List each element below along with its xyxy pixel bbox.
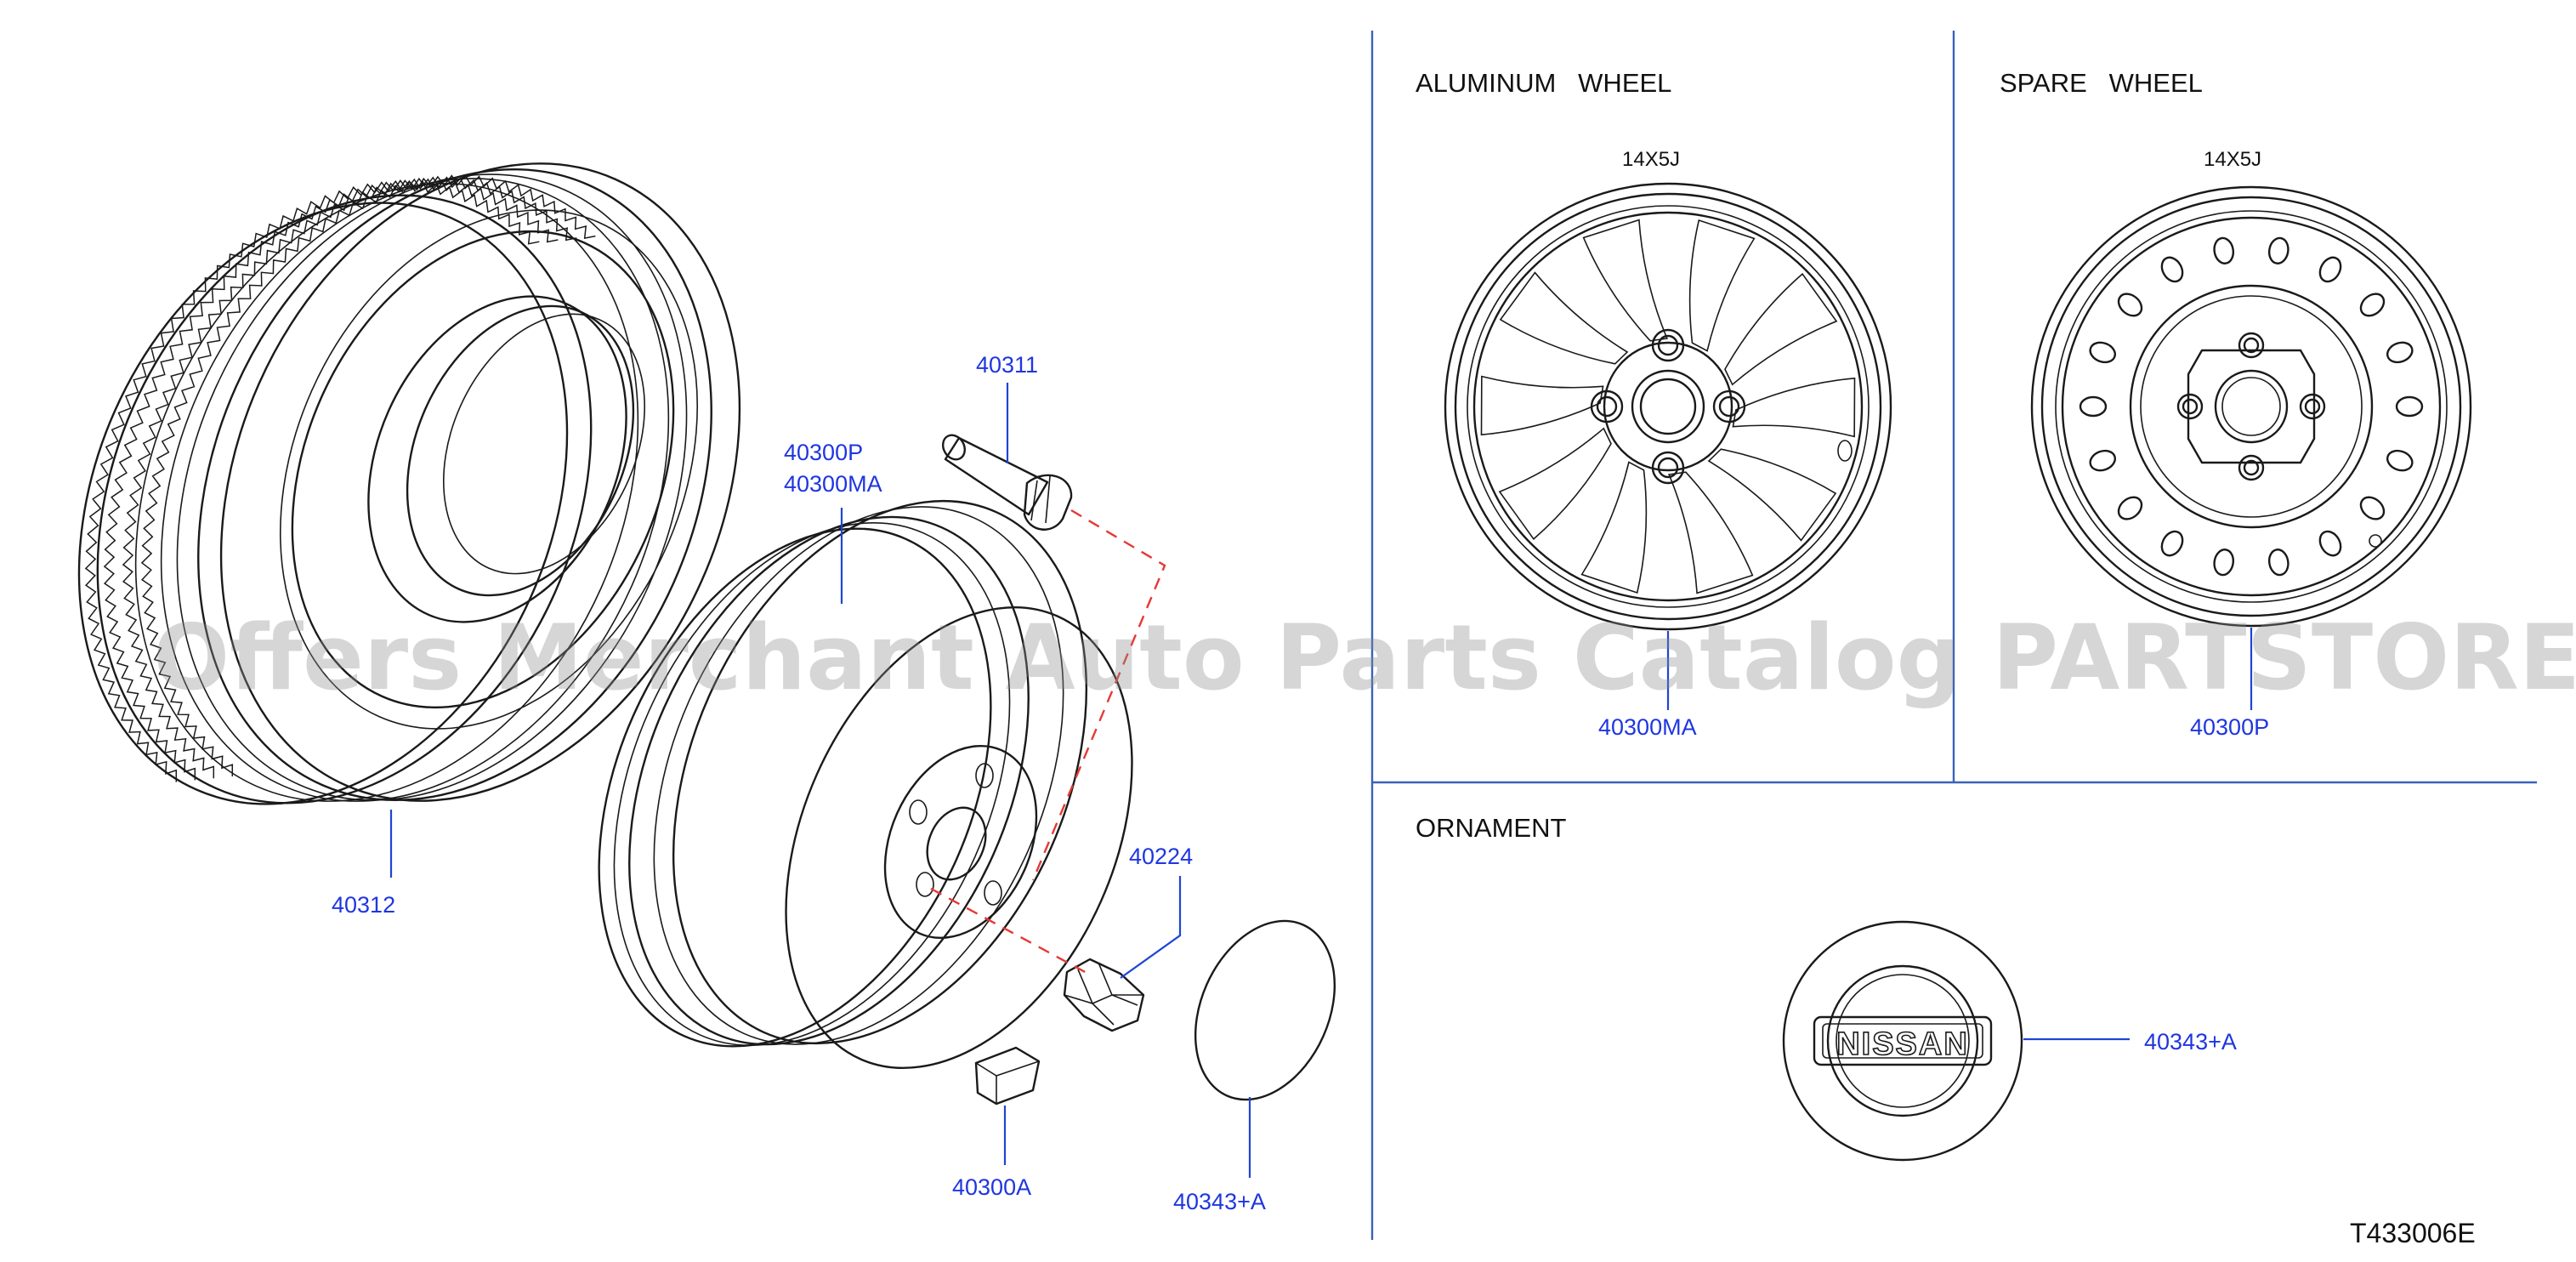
aluminum-wheel-lug-nut <box>1657 457 1679 479</box>
exploded-wheel <box>598 499 1133 1069</box>
callout-balance-weight: 40300A <box>952 1106 1031 1200</box>
aluminum-wheel-spoke <box>1498 427 1612 541</box>
aluminum-wheel-lug-nuts <box>1590 328 1746 485</box>
aluminum-wheel-lug-nut <box>1596 395 1618 418</box>
spare-wheel-vent-hole <box>2395 395 2424 418</box>
aluminum-wheel-drawing <box>1444 182 1892 631</box>
aluminum-wheel-spoke <box>1732 377 1856 438</box>
callout-center-cap: 40343+A <box>1173 1097 1266 1214</box>
diagram-code: T433006E <box>2350 1218 2476 1248</box>
aluminum-wheel-lug-nut <box>1712 389 1746 424</box>
aluminum-wheel-lug-nut <box>1651 328 1685 362</box>
aluminum-wheel-spoke <box>1724 272 1838 386</box>
part-number-tire: 40312 <box>332 892 395 918</box>
aluminum-wheel-spoke <box>1582 219 1669 342</box>
valve <box>941 434 1073 531</box>
part-number-wheel-aluminum: 40300MA <box>784 471 882 497</box>
spare-wheel-lug-hole <box>2243 337 2260 354</box>
spare-wheel-vent-hole <box>2089 449 2117 472</box>
spare-wheel-lug-hole <box>2182 398 2199 415</box>
spare-wheel-vent-hole <box>2213 549 2235 577</box>
nissan-ornament: NISSAN <box>1782 920 2023 1162</box>
spare-wheel-lug-hole <box>2299 393 2326 420</box>
spare-wheel-vent-hole <box>2359 293 2386 317</box>
callout-tire: 40312 <box>332 810 395 918</box>
part-number-nut: 40224 <box>1129 844 1193 869</box>
watermark-text: Offers Merchant Auto Parts Catalog PARTS… <box>153 605 2576 710</box>
aluminum-wheel-lug-nut <box>1590 389 1624 424</box>
tire-tread-pattern <box>84 174 596 782</box>
spare-wheel-vent-hole <box>2359 496 2386 520</box>
panel-title-spare-wheel: SPARE WHEEL <box>2000 68 2203 98</box>
spare-wheel-vent-hole <box>2079 395 2108 418</box>
nissan-logo-lettering: NISSAN <box>1836 1026 1969 1062</box>
assembly-lines <box>930 509 1166 975</box>
part-number-wheel-steel: 40300P <box>784 440 863 465</box>
spare-wheel-vent-hole <box>2267 236 2289 264</box>
part-number-spare-wheel: 40300P <box>2190 714 2269 740</box>
callout-nut: 40224 <box>1120 844 1193 979</box>
spare-wheel-lug-holes <box>2176 332 2326 481</box>
spare-wheel-vent-hole <box>2386 449 2414 472</box>
balance-weight <box>974 1046 1041 1106</box>
part-number-aluminum-wheel: 40300MA <box>1598 714 1697 740</box>
aluminum-wheel-spokes <box>1480 219 1856 594</box>
panel-frames <box>1370 31 2537 1240</box>
spare-wheel-lug-hole <box>2238 454 2265 481</box>
callout-valve: 40311 <box>976 352 1038 463</box>
panel-title-ornament: ORNAMENT <box>1416 813 1566 843</box>
aluminum-wheel-spoke <box>1499 271 1629 365</box>
spare-wheel-lug-hole <box>2304 398 2321 415</box>
spare-wheel-lug-hole <box>2238 332 2265 359</box>
spare-wheel-drawing <box>2030 185 2472 628</box>
part-number-ornament: 40343+A <box>2144 1029 2237 1055</box>
aluminum-wheel-size: 14X5J <box>1622 148 1680 171</box>
spare-wheel-vent-hole <box>2386 341 2414 364</box>
spare-wheel-vent-holes <box>2079 236 2424 577</box>
aluminum-wheel-lug-nut <box>1657 334 1679 356</box>
aluminum-wheel-spoke <box>1688 219 1756 352</box>
aluminum-wheel-spoke <box>1480 375 1604 436</box>
part-number-balance-weight: 40300A <box>952 1174 1031 1200</box>
spare-wheel-vent-hole <box>2089 341 2117 364</box>
aluminum-wheel-spoke <box>1667 471 1754 594</box>
spare-wheel-lug-hole <box>2243 459 2260 476</box>
wheel-nut <box>1063 958 1145 1032</box>
aluminum-wheel-lug-nut <box>1651 451 1685 485</box>
spare-wheel-vent-hole <box>2117 293 2143 317</box>
spare-wheel-vent-hole <box>2160 530 2184 557</box>
callout-wheel: 40300P 40300MA <box>784 440 882 604</box>
spare-wheel-size: 14X5J <box>2204 148 2261 171</box>
spare-wheel-vent-hole <box>2318 530 2342 557</box>
aluminum-wheel-panel: ALUMINUM WHEEL 14X5J 40300MA <box>1416 68 1892 740</box>
aluminum-wheel-spoke <box>1707 448 1837 542</box>
spare-wheel-vent-hole <box>2318 256 2342 283</box>
spare-wheel-lug-hole <box>2176 393 2204 420</box>
spare-wheel-panel: SPARE WHEEL 14X5J 40300P <box>2000 68 2472 740</box>
part-number-center-cap: 40343+A <box>1173 1189 1266 1214</box>
spare-wheel-vent-hole <box>2117 496 2143 520</box>
center-cap <box>1194 919 1336 1101</box>
tire <box>77 162 741 805</box>
panel-title-aluminum-wheel: ALUMINUM WHEEL <box>1416 68 1671 98</box>
spare-wheel-vent-hole <box>2267 549 2289 577</box>
aluminum-wheel-lug-nut <box>1718 395 1740 418</box>
spare-wheel-vent-hole <box>2213 236 2235 264</box>
spare-wheel-vent-hole <box>2160 256 2184 283</box>
aluminum-wheel-spoke <box>1580 461 1648 594</box>
ornament-panel: ORNAMENT NISSAN 40343+A <box>1416 813 2237 1162</box>
part-number-valve: 40311 <box>976 352 1038 378</box>
